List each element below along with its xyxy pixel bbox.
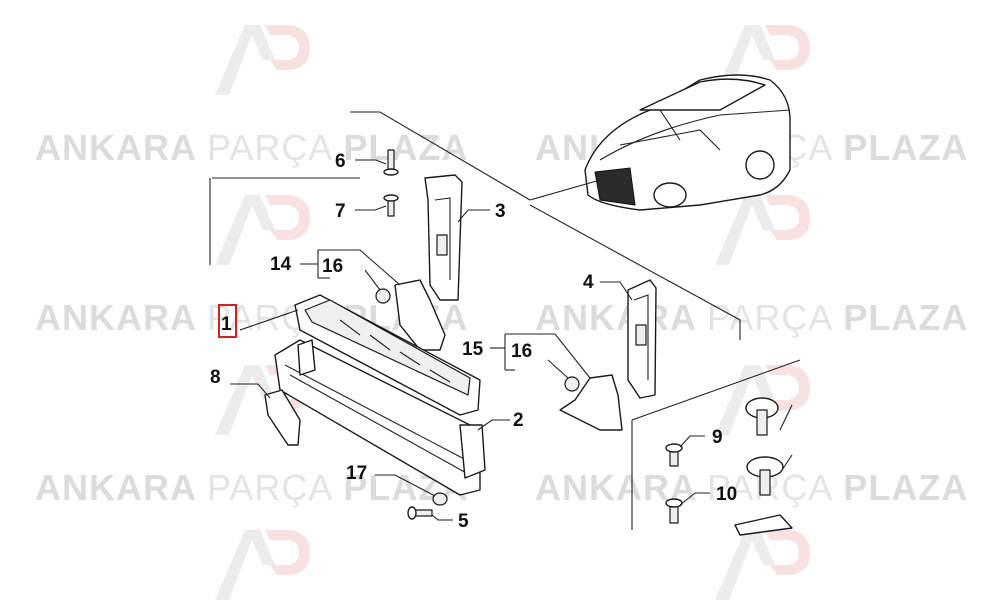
callout-1[interactable]: 1 [221, 314, 232, 335]
part-4-bracket[interactable] [627, 279, 657, 399]
part-8-bracket[interactable] [264, 389, 301, 446]
push-clip-upper[interactable] [745, 397, 779, 436]
part-5-bolt[interactable] [407, 506, 433, 520]
part-10-bolt[interactable] [665, 498, 683, 524]
watermark-logo-icon [215, 530, 310, 600]
partial-part-bottom-right [734, 514, 793, 536]
callout-labels: 1 2 3 4 5 6 7 8 9 10 14 15 16 16 17 [210, 151, 737, 532]
watermark-logo-icon [215, 195, 310, 265]
part-3-bracket[interactable] [424, 174, 463, 301]
part-15-mount[interactable] [559, 374, 623, 431]
callout-16-upper[interactable]: 16 [322, 256, 343, 277]
callout-6[interactable]: 6 [335, 151, 346, 172]
callout-17[interactable]: 17 [346, 463, 367, 484]
callout-4[interactable]: 4 [583, 272, 594, 293]
callout-15[interactable]: 15 [462, 339, 484, 360]
part-14-mount[interactable] [375, 279, 446, 351]
callout-8[interactable]: 8 [210, 367, 221, 388]
callout-16-lower[interactable]: 16 [511, 341, 532, 362]
callout-2[interactable]: 2 [513, 410, 524, 431]
car-illustration [584, 74, 791, 211]
part-17-grommet[interactable] [432, 492, 448, 506]
watermark-logo-icon [715, 195, 810, 265]
watermark-logos [215, 25, 810, 600]
callout-7[interactable]: 7 [335, 201, 346, 222]
callout-14[interactable]: 14 [270, 254, 292, 275]
callout-5[interactable]: 5 [458, 511, 469, 532]
leader-lines [230, 159, 793, 521]
callout-10[interactable]: 10 [716, 484, 737, 505]
part-7-bolt[interactable] [383, 194, 399, 217]
boundary-lines [209, 111, 801, 530]
push-clip-lower[interactable] [746, 456, 784, 496]
callout-3[interactable]: 3 [495, 201, 506, 222]
callout-9[interactable]: 9 [712, 427, 723, 448]
watermark-logo-icon [715, 530, 810, 600]
watermark-logo-icon [215, 25, 310, 95]
callout-1-highlight-box [218, 304, 237, 338]
part-9-bolt[interactable] [665, 443, 683, 467]
part-6-bolt[interactable] [383, 149, 399, 176]
part-2-bumper-beam[interactable] [274, 339, 486, 496]
part-1-cross-member[interactable] [294, 294, 481, 416]
watermark-logo-icon [715, 365, 810, 435]
